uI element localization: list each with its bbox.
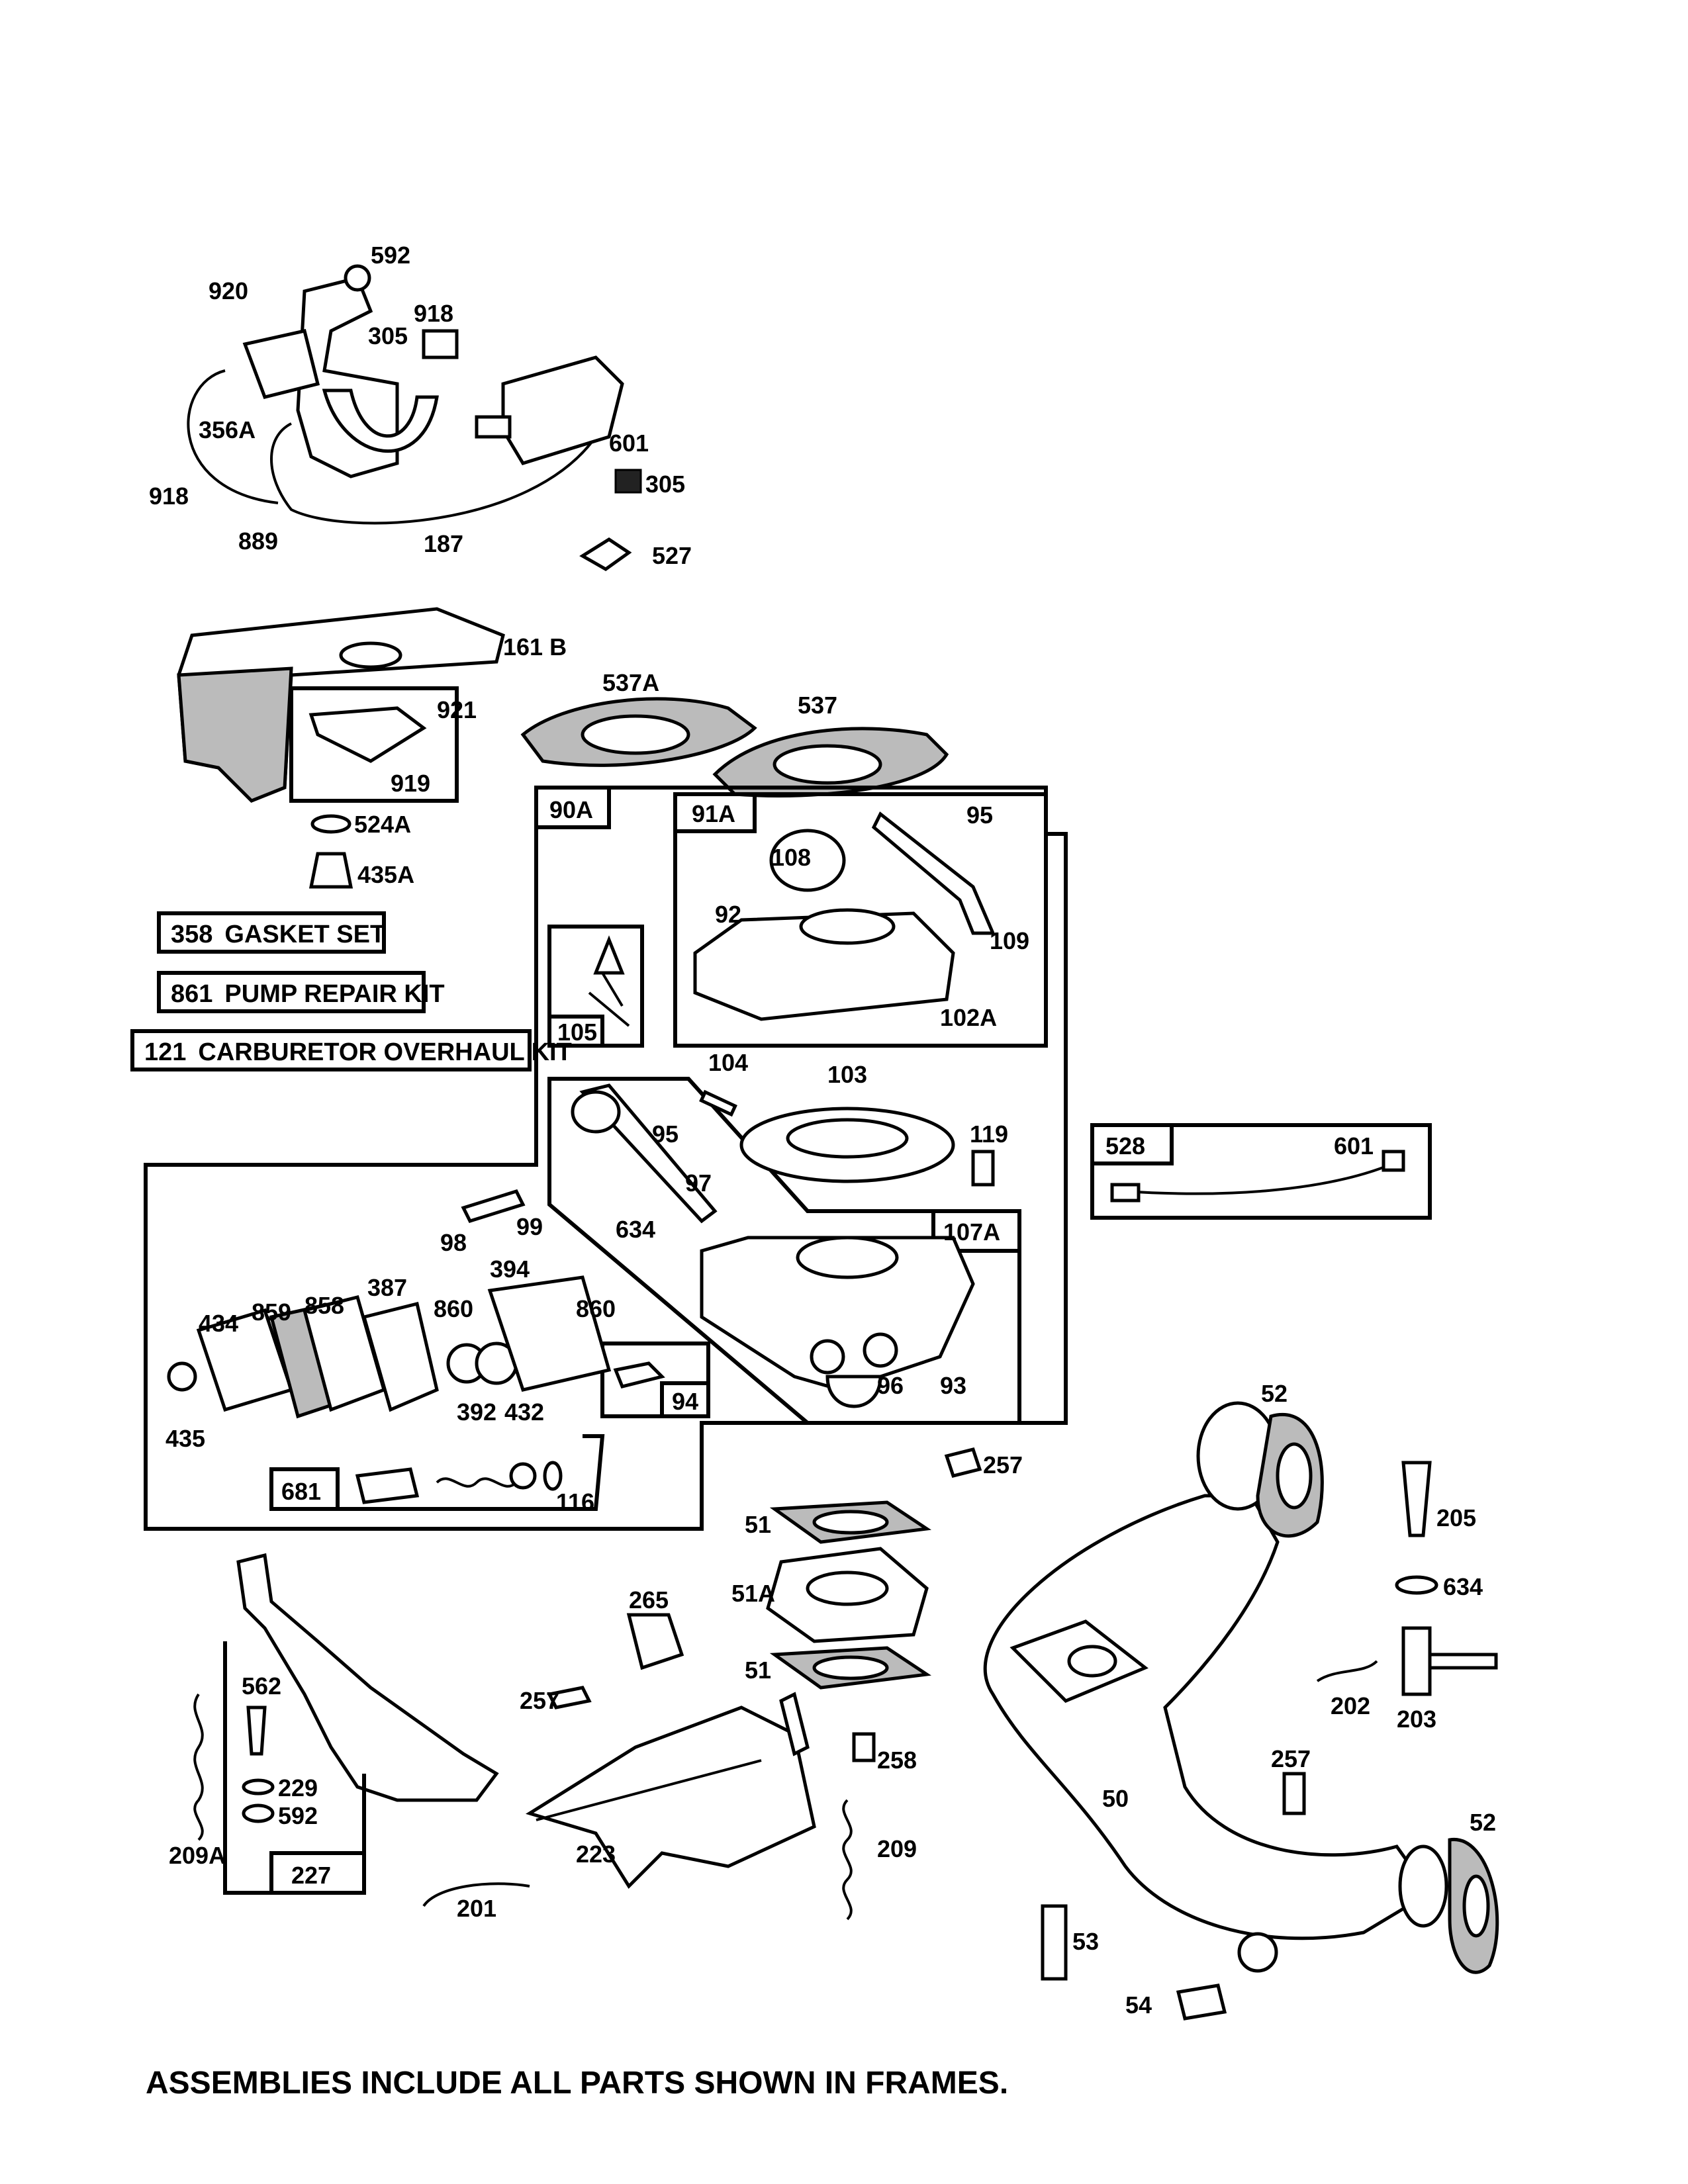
callout-54: 54 <box>1125 1991 1152 2019</box>
frame-label-105: 105 <box>557 1019 597 1046</box>
callout-387: 387 <box>367 1274 407 1301</box>
callout-257: 257 <box>983 1451 1023 1479</box>
spacer-gaskets-51 <box>766 1500 931 1690</box>
callout-223: 223 <box>576 1841 616 1868</box>
callout-920: 920 <box>209 277 248 304</box>
callout-305: 305 <box>368 322 408 349</box>
callout-265: 265 <box>629 1586 669 1614</box>
callout-229: 229 <box>278 1774 318 1801</box>
callout-97: 97 <box>685 1169 712 1197</box>
callout-921: 921 <box>437 696 477 723</box>
callout-537A: 537A <box>602 669 659 696</box>
control-plate-227 <box>193 1553 499 1895</box>
frame-label-91A: 91A <box>692 800 735 827</box>
callout-102A: 102A <box>940 1004 997 1031</box>
callout-51: 51 <box>745 1657 771 1684</box>
frame-label-90A: 90A <box>549 796 593 823</box>
frame-label-107A: 107A <box>943 1218 1000 1246</box>
callout-209A: 209A <box>169 1842 226 1869</box>
callout-601: 601 <box>1334 1132 1374 1160</box>
carburetor-assembly <box>144 786 1068 1531</box>
fuel-line-528 <box>1090 1123 1432 1220</box>
callout-98: 98 <box>440 1229 467 1256</box>
frame-labels: 919 90A 91A 105 107A 94 681 528 227 <box>281 770 1145 1889</box>
callout-205: 205 <box>1436 1504 1476 1531</box>
callout-524A: 524A <box>354 811 411 838</box>
callout-109: 109 <box>990 927 1029 954</box>
part-callouts: 592 920 918 305 356A 918 889 187 601 305… <box>149 242 1496 2019</box>
tank-section <box>177 607 505 889</box>
gaskets-537 <box>520 697 949 797</box>
callout-108: 108 <box>771 844 811 871</box>
callout-592: 592 <box>278 1802 318 1829</box>
fuel-pump-assembly <box>187 264 642 571</box>
callout-51A: 51A <box>731 1580 775 1607</box>
callout-203: 203 <box>1397 1706 1436 1733</box>
callout-201: 201 <box>457 1895 496 1922</box>
callout-116: 116 <box>556 1488 594 1516</box>
callout-537: 537 <box>798 692 837 719</box>
callout-50: 50 <box>1102 1785 1129 1812</box>
callout-95: 95 <box>966 801 993 829</box>
callout-92: 92 <box>715 901 741 928</box>
callout-202: 202 <box>1331 1692 1370 1719</box>
callout-209: 209 <box>877 1835 917 1862</box>
callout-562: 562 <box>242 1672 281 1700</box>
callout-99: 99 <box>516 1213 543 1240</box>
frame-label-919: 919 <box>391 770 430 797</box>
callout-104: 104 <box>708 1049 748 1076</box>
callout-527: 527 <box>652 542 692 569</box>
governor-linkage <box>422 1613 876 1921</box>
callout-51: 51 <box>745 1511 771 1538</box>
callout-432: 432 <box>504 1398 544 1426</box>
callout-119: 119 <box>970 1120 1008 1148</box>
callout-93: 93 <box>940 1372 966 1399</box>
callout-918: 918 <box>149 482 189 510</box>
callout-859: 859 <box>252 1298 291 1326</box>
callout-96: 96 <box>877 1372 904 1399</box>
callout-435A: 435A <box>357 861 414 888</box>
callout-394: 394 <box>490 1255 530 1283</box>
callout-889: 889 <box>238 527 278 555</box>
callout-434: 434 <box>199 1310 238 1337</box>
callout-52: 52 <box>1470 1809 1496 1836</box>
callout-392: 392 <box>457 1398 496 1426</box>
callout-435: 435 <box>165 1425 205 1452</box>
callout-860: 860 <box>576 1295 616 1322</box>
callout-52: 52 <box>1261 1380 1288 1407</box>
callout-592: 592 <box>371 242 410 269</box>
callout-601: 601 <box>609 430 649 457</box>
callout-257: 257 <box>520 1687 559 1714</box>
frame-label-528: 528 <box>1105 1132 1145 1160</box>
frame-label-94: 94 <box>672 1388 698 1415</box>
callout-356A: 356A <box>199 416 256 443</box>
callout-634: 634 <box>616 1216 655 1243</box>
callout-858: 858 <box>305 1292 344 1319</box>
callout-103: 103 <box>827 1061 867 1088</box>
callout-634: 634 <box>1443 1573 1483 1600</box>
callout-161B: 161 B <box>503 633 567 660</box>
callout-53: 53 <box>1072 1928 1099 1955</box>
callout-95: 95 <box>652 1120 679 1148</box>
assemblies-note: ASSEMBLIES INCLUDE ALL PARTS SHOWN IN FR… <box>146 2066 1009 2101</box>
callout-257: 257 <box>1271 1745 1311 1772</box>
callout-258: 258 <box>877 1747 917 1774</box>
callout-918: 918 <box>414 300 453 327</box>
callout-305: 305 <box>645 471 685 498</box>
frame-label-681: 681 <box>281 1478 321 1505</box>
callout-187: 187 <box>424 530 463 557</box>
frame-label-227: 227 <box>291 1862 331 1889</box>
callout-860: 860 <box>434 1295 473 1322</box>
intake-pipe-assembly <box>983 1401 1499 2021</box>
